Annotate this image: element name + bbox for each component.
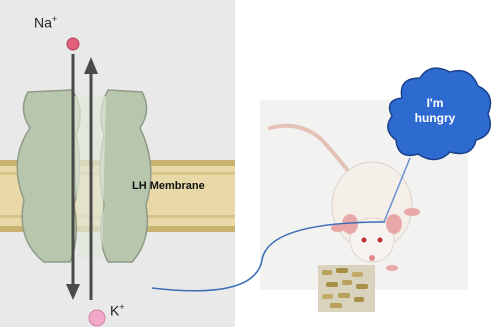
membrane-label: LH Membrane bbox=[132, 180, 205, 192]
k-ion-label: K+ bbox=[110, 302, 125, 319]
speech-bubble-line-1: I'm bbox=[396, 96, 474, 111]
speech-bubble-line-2: hungry bbox=[396, 111, 474, 126]
food-pellets-photo bbox=[318, 265, 375, 312]
ion-channel-protein bbox=[17, 90, 151, 262]
na-ion bbox=[67, 38, 79, 50]
na-ion-label: Na+ bbox=[34, 14, 57, 31]
k-ion bbox=[89, 310, 105, 326]
speech-bubble-text: I'm hungry bbox=[396, 96, 474, 126]
